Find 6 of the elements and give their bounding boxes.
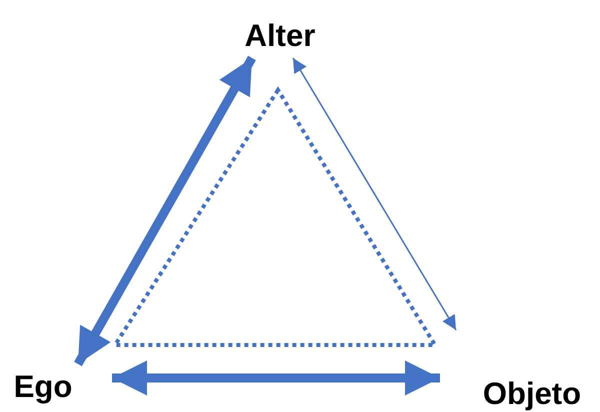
double-arrow (292, 58, 457, 330)
node-label: Alter (244, 20, 316, 50)
double-arrow (74, 56, 256, 366)
double-arrow (112, 360, 440, 396)
node-label: Ego (14, 370, 72, 402)
node-label: Objeto (482, 378, 582, 408)
